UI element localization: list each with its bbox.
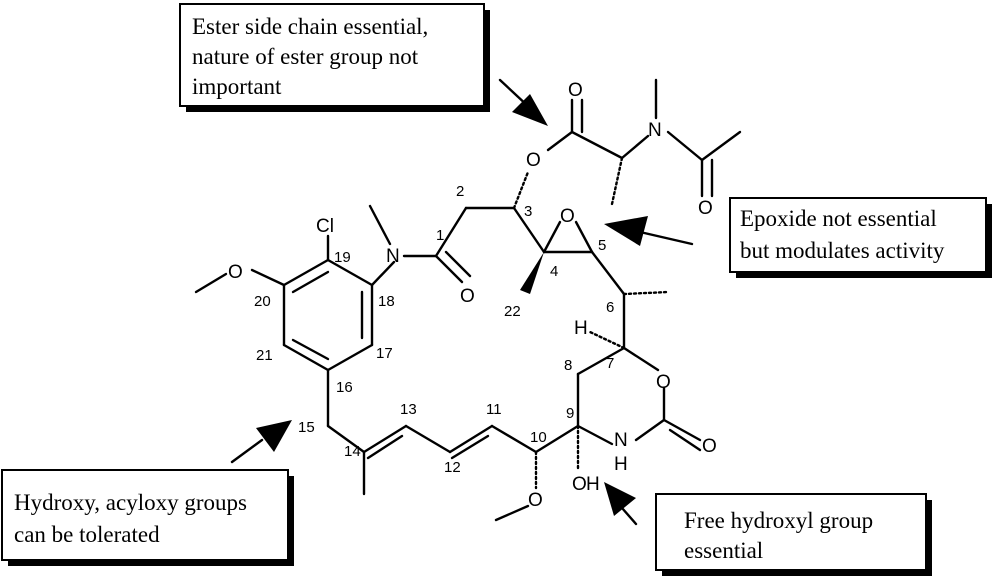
callout-hydroxy-15: Hydroxy, acyloxy groups can be tolerated: [1, 469, 294, 566]
atom-n-side: N: [648, 120, 662, 141]
callout-hydroxyl-9: Free hydroxyl group essential: [655, 493, 932, 576]
arrow-to-c15: [230, 420, 292, 464]
locant-17: 17: [376, 345, 393, 362]
locant-2: 2: [456, 183, 464, 200]
callout-ester: Ester side chain essential, nature of es…: [179, 3, 490, 112]
locant-7: 7: [606, 355, 614, 372]
atom-o-ester-carbonyl: O: [568, 80, 583, 101]
atom-o-methoxy-20: O: [228, 262, 243, 283]
locant-3: 3: [524, 203, 532, 220]
callout-epoxide: Epoxide not essential but modulates acti…: [729, 197, 992, 278]
atom-h-7: H: [574, 318, 588, 339]
position-numbers: 1 2 3 4 5 6 7 8 9 10 11 12 13 14 15 16 1…: [254, 183, 614, 476]
locant-18: 18: [378, 293, 395, 310]
atom-n-carbamate: N: [614, 430, 628, 451]
atom-labels: O N O O O Cl N O O H O O N H O O H: [228, 80, 717, 511]
callout-ester-line-1: Ester side chain essential,: [192, 14, 428, 39]
callout-epoxide-line-1: Epoxide not essential: [740, 206, 937, 231]
bonds: [194, 78, 742, 522]
arrow-to-epoxide: [604, 216, 694, 246]
callout-hydroxy-15-line-2: can be tolerated: [14, 522, 160, 547]
locant-12: 12: [444, 459, 461, 476]
locant-5: 5: [598, 237, 606, 254]
atom-o-ester: O: [526, 150, 541, 171]
callout-hydroxy-15-line-1: Hydroxy, acyloxy groups: [14, 490, 247, 515]
locant-9: 9: [566, 405, 574, 422]
locant-15: 15: [298, 419, 315, 436]
callout-hydroxyl-9-line-1: Free hydroxyl group: [684, 508, 873, 533]
atom-o-ring: O: [656, 372, 671, 393]
callout-hydroxyl-9-line-2: essential: [684, 538, 763, 563]
locant-8: 8: [564, 357, 572, 374]
arrow-to-ester: [498, 78, 548, 126]
locant-20: 20: [254, 293, 271, 310]
atom-h-hydroxyl-9: H: [586, 474, 600, 495]
locant-13: 13: [400, 401, 417, 418]
locant-21: 21: [256, 347, 273, 364]
callout-ester-line-3: important: [192, 74, 282, 99]
locant-19: 19: [334, 249, 351, 266]
locant-22: 22: [504, 303, 521, 320]
callout-epoxide-line-2: but modulates activity: [740, 238, 945, 263]
atom-o-amide: O: [460, 286, 475, 307]
locant-10: 10: [530, 429, 547, 446]
atom-o-hydroxyl-9: O: [572, 474, 587, 495]
locant-11: 11: [486, 401, 502, 418]
locant-1: 1: [436, 227, 444, 244]
locant-6: 6: [606, 299, 614, 316]
callout-ester-line-2: nature of ester group not: [192, 44, 419, 69]
atom-h-carbamate: H: [614, 454, 628, 475]
callout-box: [1, 469, 289, 561]
callout-box: [179, 3, 485, 107]
atom-cl: Cl: [316, 216, 334, 237]
locant-4: 4: [550, 263, 558, 280]
atom-o-carbamate: O: [702, 436, 717, 457]
atom-o-acetyl: O: [698, 198, 713, 219]
locant-14: 14: [344, 443, 361, 460]
callout-box: [655, 493, 927, 571]
locant-16: 16: [336, 379, 353, 396]
atom-o-epoxide: O: [560, 206, 575, 227]
callout-box: [729, 197, 987, 273]
atom-o-methoxy-10: O: [528, 490, 543, 511]
arrow-to-oh9: [604, 482, 638, 526]
atom-n-amide: N: [386, 246, 400, 267]
